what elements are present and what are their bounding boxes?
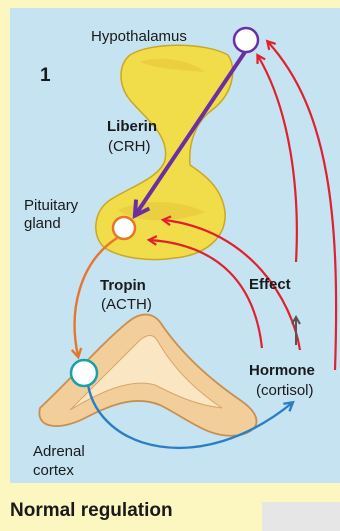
- label-liberin-sub: (CRH): [108, 138, 151, 155]
- label-hormone: Hormone: [249, 362, 315, 379]
- hypothalamus-node: [234, 28, 258, 52]
- panel-number: 1: [40, 65, 51, 87]
- pituitary-node: [113, 217, 135, 239]
- feedback-arrow-hormone-to-hypothalamus: [268, 42, 336, 370]
- label-effect: Effect: [249, 276, 291, 293]
- adrenal-node: [71, 360, 97, 386]
- label-adrenal-line2: cortex: [33, 462, 74, 479]
- label-pituitary-line2: gland: [24, 215, 61, 232]
- label-liberin: Liberin: [107, 118, 157, 135]
- label-hypothalamus: Hypothalamus: [91, 28, 187, 45]
- label-hormone-sub: (cortisol): [256, 382, 314, 399]
- caption: Normal regulation: [10, 500, 173, 522]
- feedback-arrow-effect-to-hypothalamus: [258, 56, 297, 262]
- label-pituitary-line1: Pituitary: [24, 197, 78, 214]
- caption-tab: [262, 502, 340, 531]
- label-tropin-sub: (ACTH): [101, 296, 152, 313]
- label-adrenal-line1: Adrenal: [33, 443, 85, 460]
- label-tropin: Tropin: [100, 277, 146, 294]
